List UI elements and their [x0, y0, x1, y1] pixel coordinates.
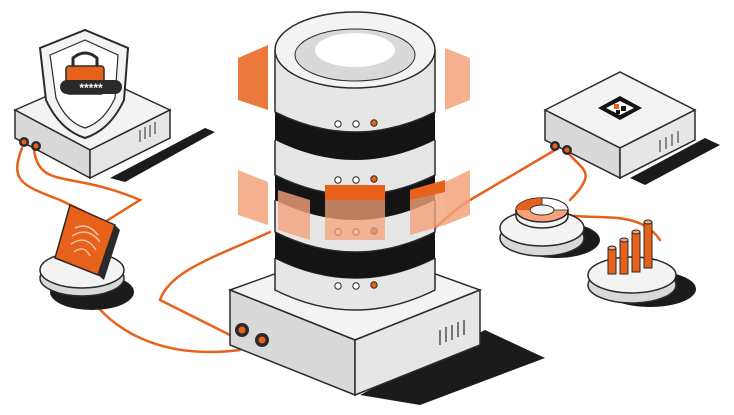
- base-right: [354, 288, 481, 397]
- cable-shield-to-chip-2: [32, 148, 143, 227]
- password-field: [60, 80, 122, 94]
- security-server: *****: [13, 28, 215, 182]
- data-shield-front: [278, 180, 445, 240]
- donut-chart-icon: [515, 197, 569, 229]
- database-stack: [274, 11, 436, 311]
- data-shield-back: [238, 45, 470, 225]
- bar-chart-disc: [587, 219, 696, 307]
- qr-port-connectors: [550, 141, 572, 155]
- server-leds: [334, 119, 378, 128]
- cable-donut-to-bars: [563, 213, 662, 242]
- password-dots: *****: [79, 81, 103, 95]
- bar-chart-icon: [607, 219, 653, 275]
- qr-server: [543, 71, 720, 185]
- vent-grille: [139, 122, 156, 142]
- fingerprint-chip-icon: [54, 203, 120, 280]
- qr-code-icon: [598, 96, 642, 120]
- padlock-icon: *****: [60, 51, 122, 95]
- port-connectors: [19, 137, 41, 151]
- db-disk-1: [274, 11, 436, 133]
- fingerprint-disc: [39, 203, 134, 310]
- cable-db-to-base: [158, 230, 272, 342]
- base-port-connectors: [235, 323, 269, 347]
- server-shadow: [110, 128, 215, 182]
- cable-qr-to-donut: [564, 148, 587, 202]
- base-vent-grille: [439, 320, 465, 345]
- server-leds: [334, 175, 378, 184]
- server-leds: [334, 281, 378, 290]
- donut-chart-disc: [499, 197, 600, 258]
- cable-shield-to-chip: [16, 146, 87, 214]
